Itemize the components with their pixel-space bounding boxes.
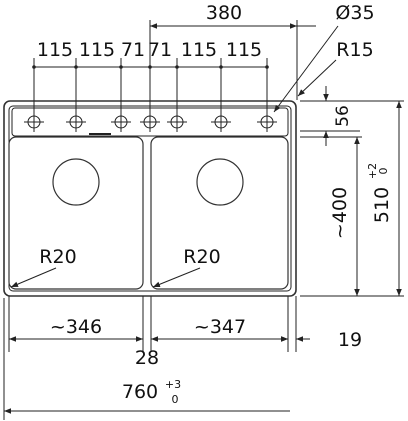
dim-347-label: ~347: [194, 316, 246, 338]
tap-spacing-label: 115: [37, 39, 73, 61]
spacing-tick: [74, 65, 78, 69]
dim-r20-right-label: R20: [183, 246, 220, 268]
dim-19-label: 19: [338, 329, 362, 351]
dim-28: 28: [135, 347, 159, 369]
tap-spacing-label: 71: [121, 39, 145, 61]
dim-r20-right: R20: [152, 246, 221, 288]
dim-28-label: 28: [135, 347, 159, 369]
dim-760-tol-zero: 0: [172, 393, 179, 406]
spacing-tick: [265, 65, 269, 69]
dim-510: 510 +2 0: [300, 100, 404, 297]
dim-400: ~400: [300, 136, 362, 296]
dim-510-label: 510: [371, 187, 393, 223]
dim-380-label: 380: [206, 2, 242, 24]
spacing-tick: [175, 65, 179, 69]
dim-r20-left-label: R20: [39, 246, 76, 268]
dim-56-label: 56: [333, 105, 353, 127]
right-drain-icon: [196, 158, 244, 206]
left-bowl: [8, 136, 144, 290]
spacing-tick: [219, 65, 223, 69]
spacing-tick: [148, 65, 152, 69]
dim-r15: R15: [297, 39, 374, 97]
tap-spacing-label: 115: [181, 39, 217, 61]
dim-760: 760 +3 0: [3, 298, 290, 420]
right-bowl: [150, 136, 289, 290]
left-drain-icon: [52, 158, 100, 206]
dim-r20-left: R20: [10, 246, 77, 288]
dim-bowl-widths: ~346 ~347: [8, 296, 289, 352]
tap-spacing-label: 71: [148, 39, 172, 61]
dim-r15-label: R15: [336, 39, 373, 61]
tap-holes: [24, 112, 277, 132]
dim-760-label: 760: [122, 381, 158, 403]
tap-spacing-label: 115: [79, 39, 115, 61]
dim-510-tol-zero: 0: [377, 168, 390, 175]
dim-diameter-label: Ø35: [335, 2, 374, 24]
dim-19: 19: [276, 296, 362, 352]
dim-diameter: Ø35: [273, 2, 375, 113]
dim-400-label: ~400: [329, 187, 351, 239]
dim-510-tol-plus: +2: [366, 163, 379, 179]
spacing-tick: [119, 65, 123, 69]
dim-346-label: ~346: [50, 316, 102, 338]
spacing-tick: [32, 65, 36, 69]
dim-760-tol-plus: +3: [165, 378, 181, 391]
dim-380: 380: [149, 2, 298, 100]
tap-spacing-label: 115: [226, 39, 262, 61]
